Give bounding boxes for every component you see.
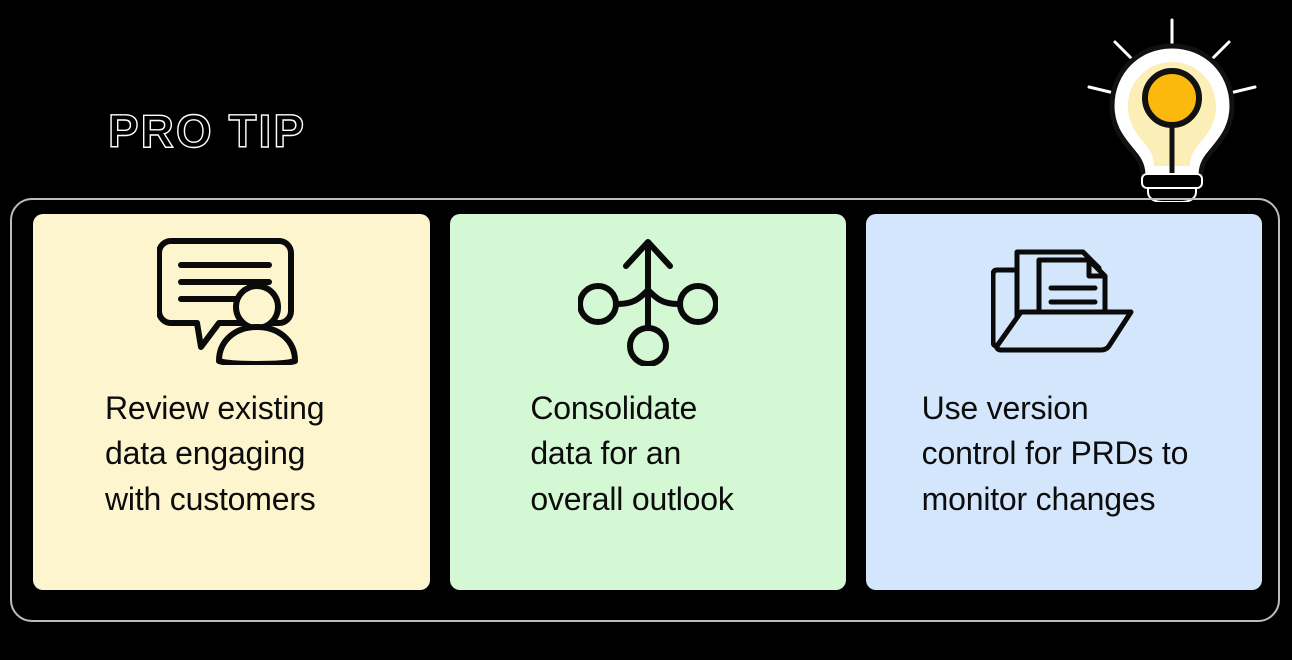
cards-row: Review existing data engaging with custo… [33, 214, 1262, 590]
card-review-existing-data[interactable]: Review existing data engaging with custo… [33, 214, 431, 590]
card-label: Use version control for PRDs to monitor … [921, 390, 1189, 517]
card-consolidate-data[interactable]: Consolidate data for an overall outlook [450, 214, 846, 590]
card-use-version-control[interactable]: Use version control for PRDs to monitor … [865, 214, 1262, 590]
page-title: PRO TIP [107, 105, 307, 157]
speech-bubble-person-icon [33, 214, 430, 386]
lightbulb-icon [1062, 6, 1282, 202]
header: PRO TIP [0, 0, 1292, 202]
card-label: Consolidate data for an overall outlook [530, 390, 734, 517]
folder-documents-icon [866, 214, 1262, 386]
merge-arrow-icon [450, 214, 845, 386]
card-label: Review existing data engaging with custo… [105, 390, 325, 517]
cards-frame [10, 198, 1280, 622]
